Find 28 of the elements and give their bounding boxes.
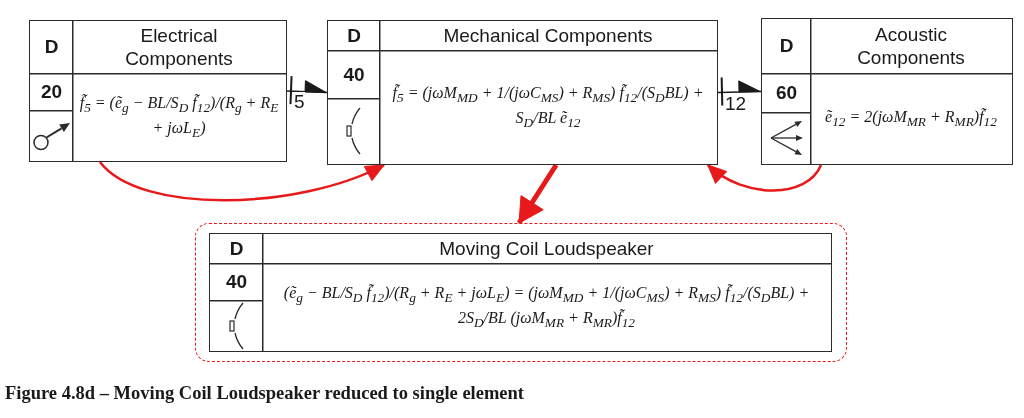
curved-arrow [99, 161, 385, 202]
bond-arrow [286, 75, 328, 106]
element-number: 40 [225, 272, 248, 293]
equation: (ẽ$_{g}$ − BL/S$_{D}$ f̃$_{12}$)/(R$_{g}$ + R$_{E}$ + jωL$_{E}$) = (jωM$_{MD}$ + 1/(jωC$_{MS}$) + R$_{MS}$) f̃$_{12}$/(S$_{D}$BL) + 2S$_{D}$/BL (jωM$_{MR}$ + R$_{MR}$)f̃$_{12}$ [282, 282, 811, 333]
element-number: 60 [775, 83, 798, 104]
equation: f̃$_{5}$ = (jωM$_{MD}$ + 1/(jωC$_{MS}$) + R$_{MS}$) f̃$_{12}$/(S$_{D}$BL) + S$_{D}$/BL ẽ$_{12}$ [391, 82, 705, 133]
figure-caption: Figure 4.8d – Moving Coil Loudspeaker reduced to single element [5, 383, 525, 404]
component-table [761, 18, 1013, 165]
component-title: Mechanical Components [443, 24, 653, 48]
bond-arrow [717, 76, 762, 107]
element-number: 40 [343, 64, 365, 86]
component-table [209, 233, 832, 352]
component-title: Acoustic Components [856, 23, 966, 70]
type-letter: D [347, 25, 361, 47]
equation: ẽ$_{12}$ = 2(jωM$_{MR}$ + R$_{MR}$)f̃$_{12}$ [825, 106, 997, 132]
thick-arrow [516, 163, 559, 225]
equation: f̃$_{5}$ = (ẽ$_{g}$ − BL/S$_{D}$ f̃$_{12}$)/(R$_{g}$ + R$_{E}$ + jωL$_{E}$) [79, 92, 279, 143]
component-title: Moving Coil Loudspeaker [439, 237, 654, 261]
curved-arrow [707, 164, 823, 192]
edge-label: 5 [294, 92, 305, 111]
component-table [327, 20, 718, 165]
type-letter: D [229, 238, 244, 260]
type-letter: D [779, 36, 794, 57]
type-letter: D [44, 37, 59, 58]
component-table [29, 20, 287, 162]
component-title: Electrical Components [124, 24, 234, 71]
dashed-outline [195, 223, 847, 362]
element-number: 20 [40, 82, 63, 103]
